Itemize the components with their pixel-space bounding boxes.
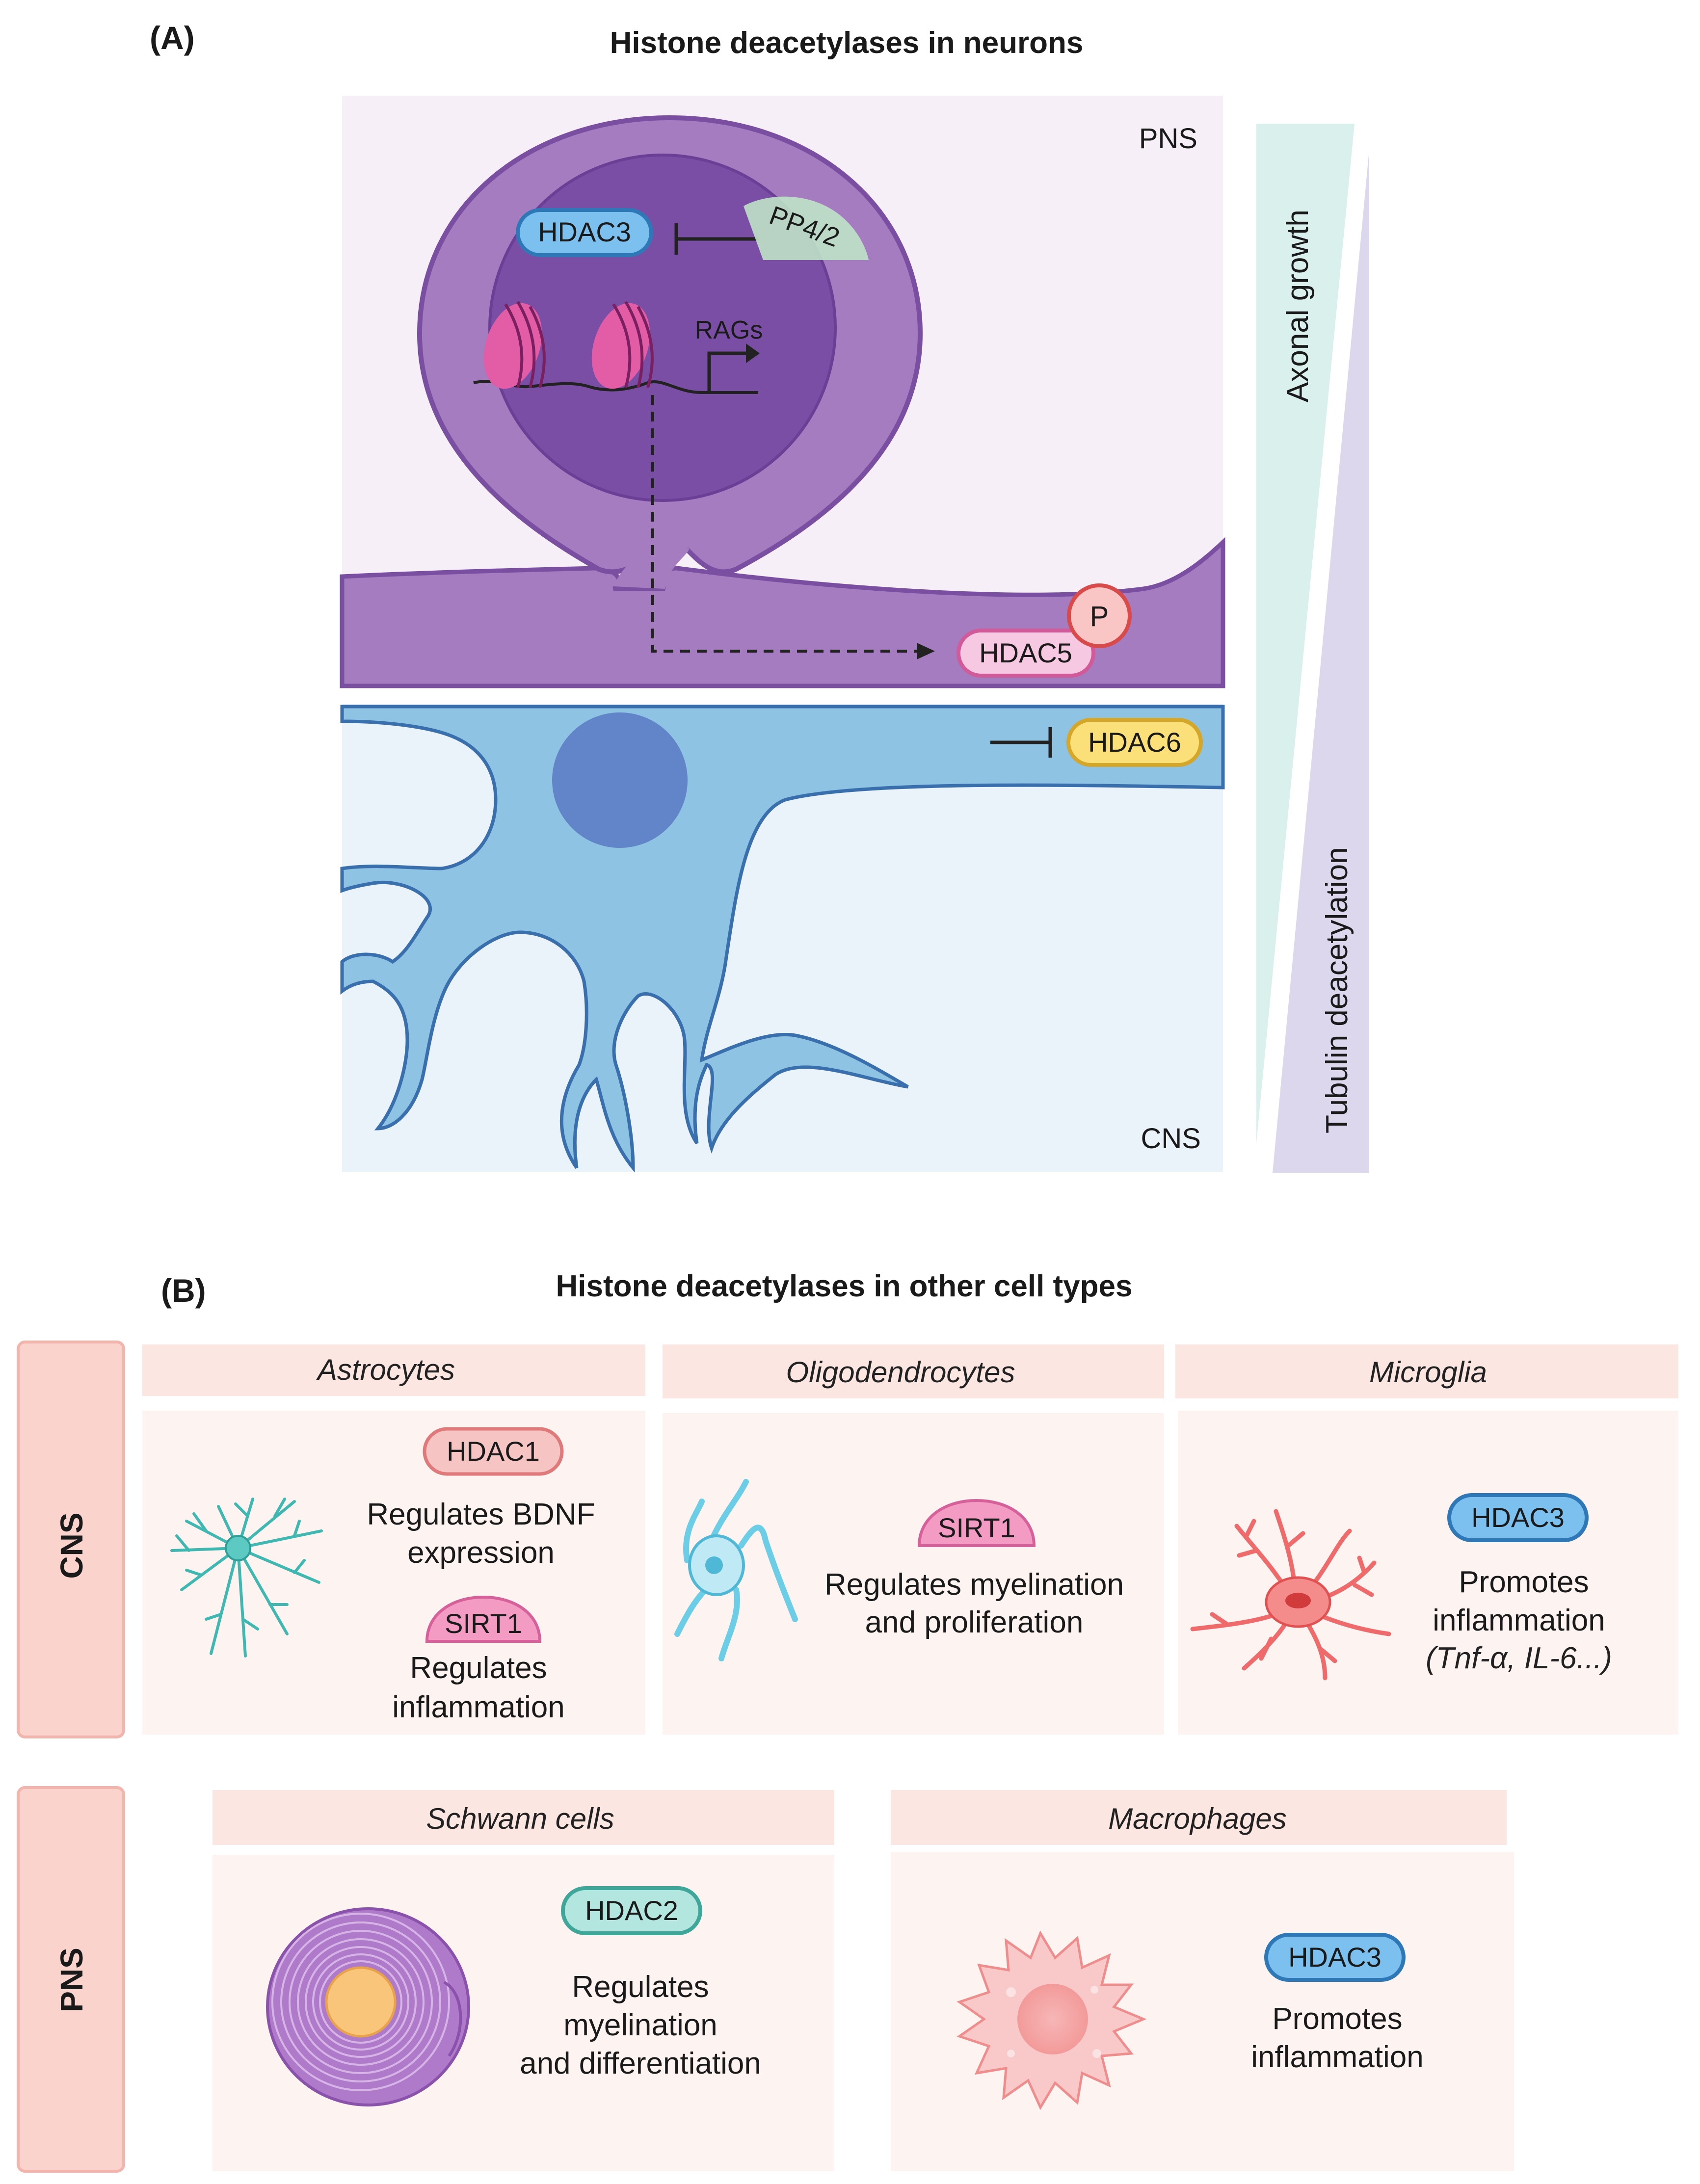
svg-text:HDAC2: HDAC2 — [585, 1895, 678, 1926]
oligodendrocyte-icon — [674, 1479, 798, 1661]
microglia-text-3: (Tnf-α, IL-6...) — [1426, 1641, 1612, 1675]
svg-text:HDAC3: HDAC3 — [538, 216, 631, 247]
promoter-arrow-icon — [707, 343, 760, 393]
macrophages-text-1: Promotes — [1272, 2002, 1402, 2036]
oligodendrocytes-title: Oligodendrocytes — [786, 1356, 1015, 1389]
astro-hdac1-text-2: expression — [407, 1536, 555, 1570]
hdac2-badge: HDAC2 — [561, 1886, 702, 1935]
axonal-growth-bar — [1256, 124, 1355, 1143]
cns-label: CNS — [1141, 1123, 1201, 1155]
schwann-text-3: and differentiation — [520, 2047, 761, 2080]
schwann-text-2: myelination — [563, 2008, 717, 2042]
astro-sirt1-text-1: Regulates — [410, 1651, 547, 1685]
panel-a-letter: (A) — [150, 20, 195, 56]
hdac5-badge: HDAC5 — [956, 629, 1095, 678]
pns-row-label: PNS — [17, 1786, 125, 2173]
rags-label: RAGs — [695, 316, 763, 344]
export-arrow — [651, 395, 923, 653]
svg-text:HDAC5: HDAC5 — [979, 637, 1072, 668]
hdac3-badge: HDAC3 — [516, 208, 653, 257]
macrophages-cell: Macrophages HDAC3 Promotes inflammation — [891, 1790, 1514, 2171]
schwann-cells-cell: Schwann cells HDAC2 Regulates myelinatio… — [212, 1790, 834, 2171]
svg-text:CNS: CNS — [54, 1512, 89, 1579]
sirt1-badge: SIRT1 — [917, 1499, 1036, 1547]
panel-b-title: Histone deacetylases in other cell types — [556, 1269, 1132, 1303]
astro-sirt1-text-2: inflammation — [392, 1690, 564, 1724]
cns-row-label: CNS — [17, 1341, 125, 1738]
axonal-growth-label: Axonal growth — [1281, 210, 1315, 402]
svg-text:HDAC3: HDAC3 — [1288, 1942, 1381, 1973]
pns-label: PNS — [1139, 123, 1197, 155]
svg-text:PNS: PNS — [54, 1947, 89, 2012]
astro-hdac1-text-1: Regulates BDNF — [367, 1498, 595, 1531]
oligodendrocytes-cell: Oligodendrocytes SIRT1 Regulates myelina… — [663, 1344, 1164, 1735]
pp42-phosphatase: PP4/2 — [744, 196, 869, 260]
macrophages-title: Macrophages — [1108, 1802, 1287, 1835]
panel-a-title: Histone deacetylases in neurons — [610, 26, 1084, 60]
macrophage-icon — [956, 1930, 1147, 2110]
cns-neuron-panel: HDAC6 CNS — [340, 704, 1225, 1173]
dna-strand — [473, 380, 758, 394]
astrocytes-cell: Astrocytes HDAC1 Regulates BDNF expressi… — [142, 1344, 645, 1735]
hdac1-badge: HDAC1 — [423, 1427, 564, 1476]
panel-b-letter: (B) — [161, 1272, 206, 1309]
astrocyte-body — [225, 1535, 251, 1561]
histone-icon — [591, 301, 654, 389]
astrocytes-title: Astrocytes — [316, 1353, 455, 1386]
macrophages-text-2: inflammation — [1251, 2040, 1423, 2074]
pns-neuron-panel: PNS HDAC3 PP4/2 — [340, 96, 1225, 688]
microglia-title: Microglia — [1369, 1356, 1487, 1389]
schwann-cell-icon — [266, 1907, 470, 2106]
svg-text:P: P — [1090, 601, 1109, 632]
oligo-text-1: Regulates myelination — [824, 1568, 1124, 1602]
schwann-title: Schwann cells — [426, 1802, 614, 1835]
phosphate-badge: P — [1067, 583, 1132, 648]
svg-text:SIRT1: SIRT1 — [938, 1512, 1015, 1543]
hdac3-badge: HDAC3 — [1264, 1933, 1406, 1982]
gradient-bars: Axonal growth Tubulin deacetylation — [1256, 124, 1369, 1173]
svg-text:HDAC6: HDAC6 — [1088, 727, 1181, 758]
inhibition-icon — [674, 223, 758, 255]
microglia-text-2: inflammation — [1433, 1604, 1605, 1637]
tubulin-label: Tubulin deacetylation — [1320, 847, 1354, 1133]
hdac3-badge: HDAC3 — [1447, 1493, 1589, 1542]
schwann-text-1: Regulates — [572, 1970, 709, 2004]
histone-icon — [483, 301, 546, 389]
tubulin-bar — [1273, 150, 1369, 1173]
hdac6-badge: HDAC6 — [1066, 718, 1203, 767]
microglia-cell: Microglia HDAC3 Promotes inflammation (T… — [1175, 1344, 1678, 1735]
svg-text:HDAC1: HDAC1 — [447, 1436, 540, 1467]
cns-nucleus — [552, 712, 688, 848]
sirt1-badge: SIRT1 — [425, 1595, 542, 1643]
svg-text:SIRT1: SIRT1 — [445, 1608, 522, 1639]
cns-neuron — [340, 705, 1225, 1173]
oligo-text-2: and proliferation — [865, 1605, 1084, 1639]
microglia-text-1: Promotes — [1459, 1565, 1589, 1599]
svg-text:HDAC3: HDAC3 — [1471, 1502, 1565, 1533]
inhibition-icon — [990, 727, 1052, 758]
